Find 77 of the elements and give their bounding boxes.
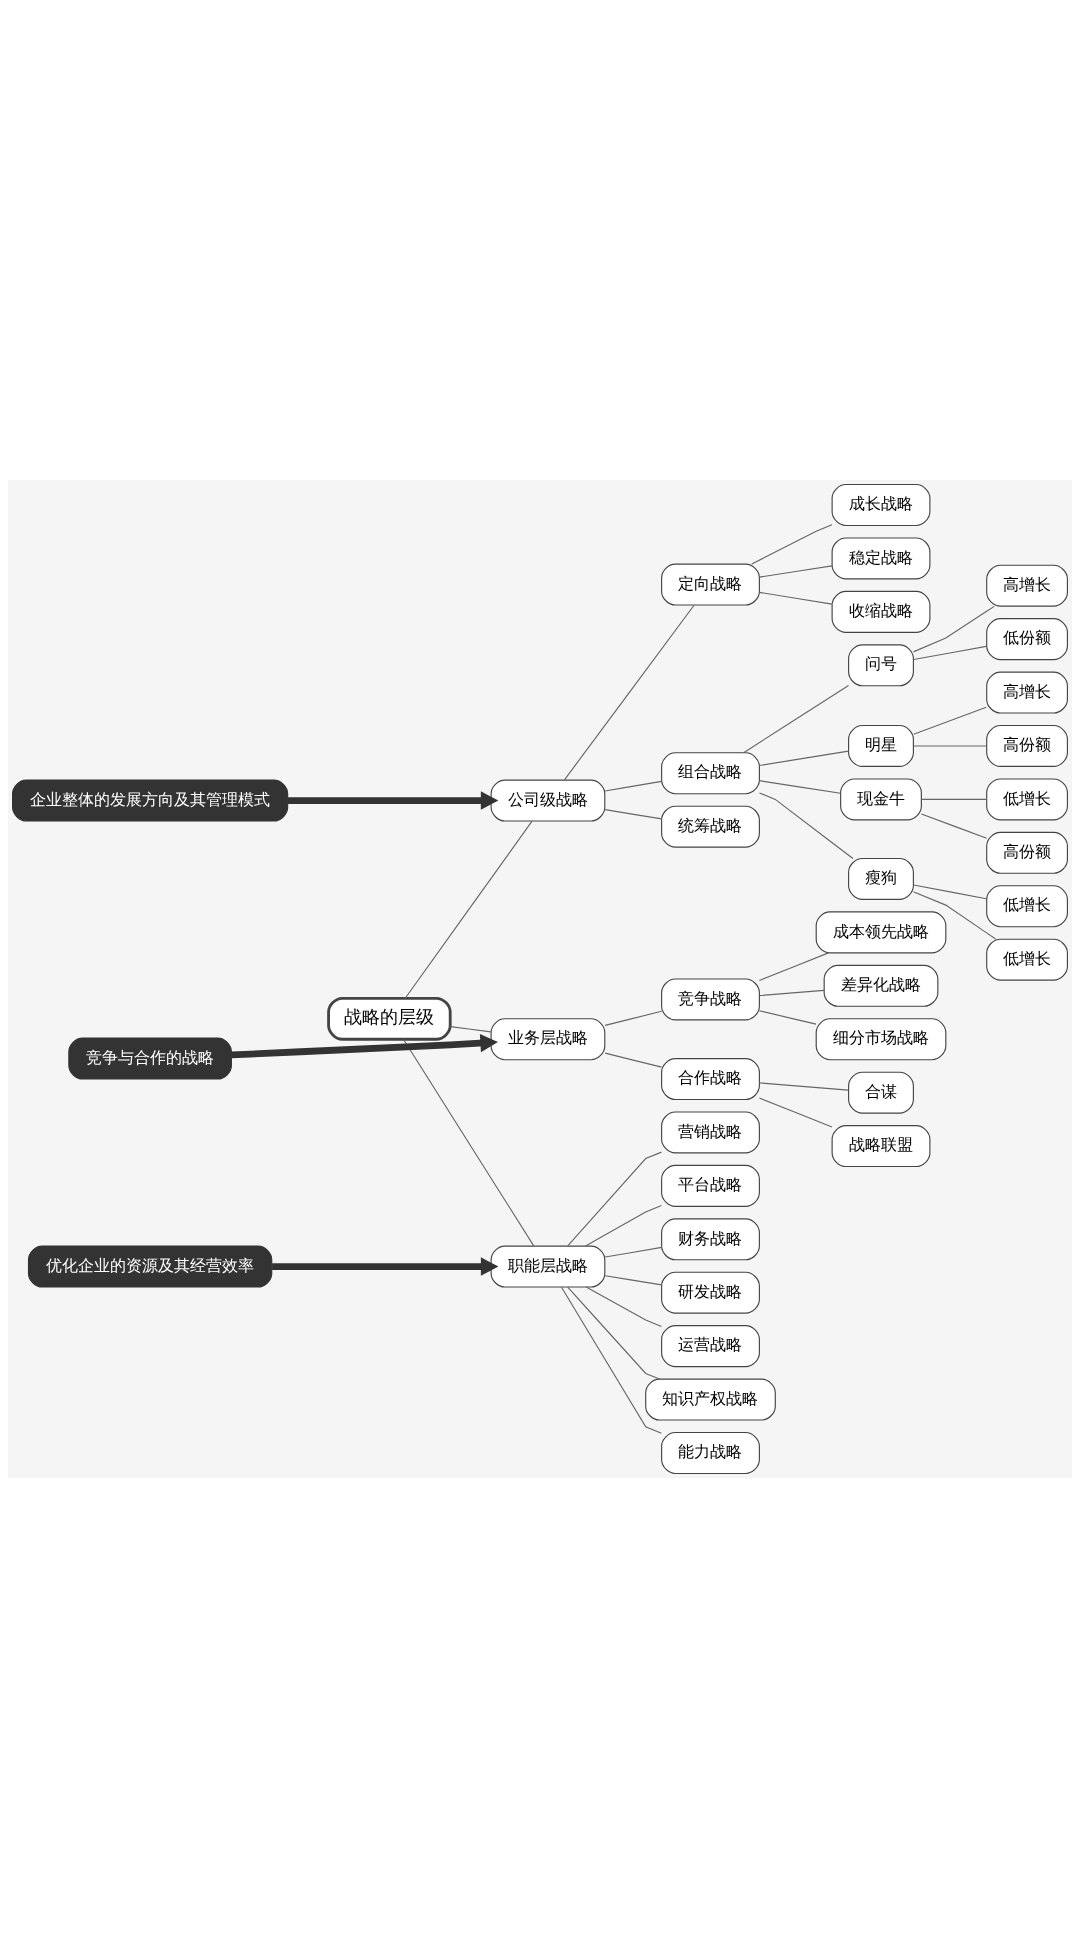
- node-box: 竞争战略: [661, 977, 760, 1020]
- node-box: 高增长: [986, 671, 1068, 714]
- node-box: 明星: [848, 724, 914, 767]
- node-box: 收缩战略: [831, 590, 931, 633]
- connector: [585, 1204, 662, 1246]
- connector: [403, 1038, 535, 1247]
- connector: [743, 684, 850, 753]
- node-box: 组合战略: [661, 751, 760, 794]
- node-box: 企业整体的发展方向及其管理模式: [12, 779, 289, 822]
- node-box: 竞争与合作的战略: [68, 1037, 232, 1080]
- connector: [758, 1081, 850, 1091]
- node-box: 稳定战略: [831, 536, 931, 579]
- node-box: 定向战略: [661, 563, 760, 606]
- connector: [604, 1052, 663, 1068]
- node-box: 营销战略: [661, 1110, 760, 1153]
- node-box: 高份额: [986, 724, 1068, 767]
- connector: [449, 1025, 492, 1032]
- node-box: 低增长: [986, 884, 1068, 927]
- node-box: 低份额: [986, 617, 1068, 660]
- connector: [920, 812, 988, 839]
- connector: [920, 798, 988, 800]
- connector: [604, 1274, 663, 1285]
- connector: [913, 645, 987, 660]
- node-box: 能力战略: [661, 1431, 760, 1474]
- connector: [758, 1097, 833, 1128]
- node-box: 战略联盟: [831, 1124, 931, 1167]
- arrow: [272, 1256, 499, 1276]
- node-box: 优化企业的资源及其经营效率: [27, 1245, 273, 1288]
- connector: [404, 820, 533, 999]
- node-box: 细分市场战略: [815, 1017, 947, 1060]
- node-box: 低增长: [986, 938, 1068, 981]
- arrow: [287, 790, 499, 810]
- connector: [758, 989, 825, 996]
- node-box: 研发战略: [661, 1271, 760, 1314]
- node-box: 差异化战略: [823, 964, 939, 1007]
- node-box: 低增长: [986, 777, 1068, 820]
- connector: [604, 780, 663, 792]
- node-box: 统筹战略: [661, 805, 760, 848]
- connector: [913, 890, 997, 940]
- connector: [567, 1286, 661, 1380]
- node-box: 成长战略: [831, 483, 931, 526]
- node-box: 知识产权战略: [645, 1378, 776, 1421]
- connector: [758, 591, 833, 605]
- connector: [759, 791, 854, 859]
- connector: [604, 808, 663, 819]
- node-box: 问号: [848, 643, 914, 686]
- node-box: 财务战略: [661, 1217, 760, 1260]
- node-box: 高份额: [986, 831, 1068, 874]
- connector: [585, 1286, 662, 1327]
- connector: [604, 1010, 663, 1026]
- connector: [913, 605, 995, 652]
- connector: [758, 779, 842, 794]
- node-box: 合作战略: [661, 1057, 760, 1100]
- connector: [758, 750, 850, 766]
- arrow: [231, 1033, 498, 1058]
- node-box: 平台战略: [661, 1164, 760, 1207]
- connector: [560, 1286, 662, 1434]
- connector: [758, 1009, 817, 1025]
- node-box: 业务层战略: [490, 1017, 606, 1060]
- node-box: 公司级战略: [490, 779, 606, 822]
- node-box: 合谋: [848, 1071, 914, 1114]
- connector: [913, 883, 987, 899]
- node-box: 成本领先战略: [815, 910, 947, 953]
- connector: [604, 1246, 663, 1258]
- connector: [563, 604, 695, 780]
- connector: [758, 564, 833, 578]
- connector: [567, 1151, 662, 1246]
- node-box: 职能层战略: [490, 1245, 606, 1288]
- node-box: 现金牛: [840, 777, 922, 820]
- connector: [913, 744, 987, 747]
- node-box: 运营战略: [661, 1324, 760, 1367]
- connector: [913, 706, 987, 735]
- node-box: 高增长: [986, 564, 1068, 607]
- node-box: 战略的层级: [327, 996, 452, 1041]
- node-box: 瘦狗: [848, 857, 914, 900]
- connector: [751, 523, 833, 565]
- connector: [758, 951, 830, 981]
